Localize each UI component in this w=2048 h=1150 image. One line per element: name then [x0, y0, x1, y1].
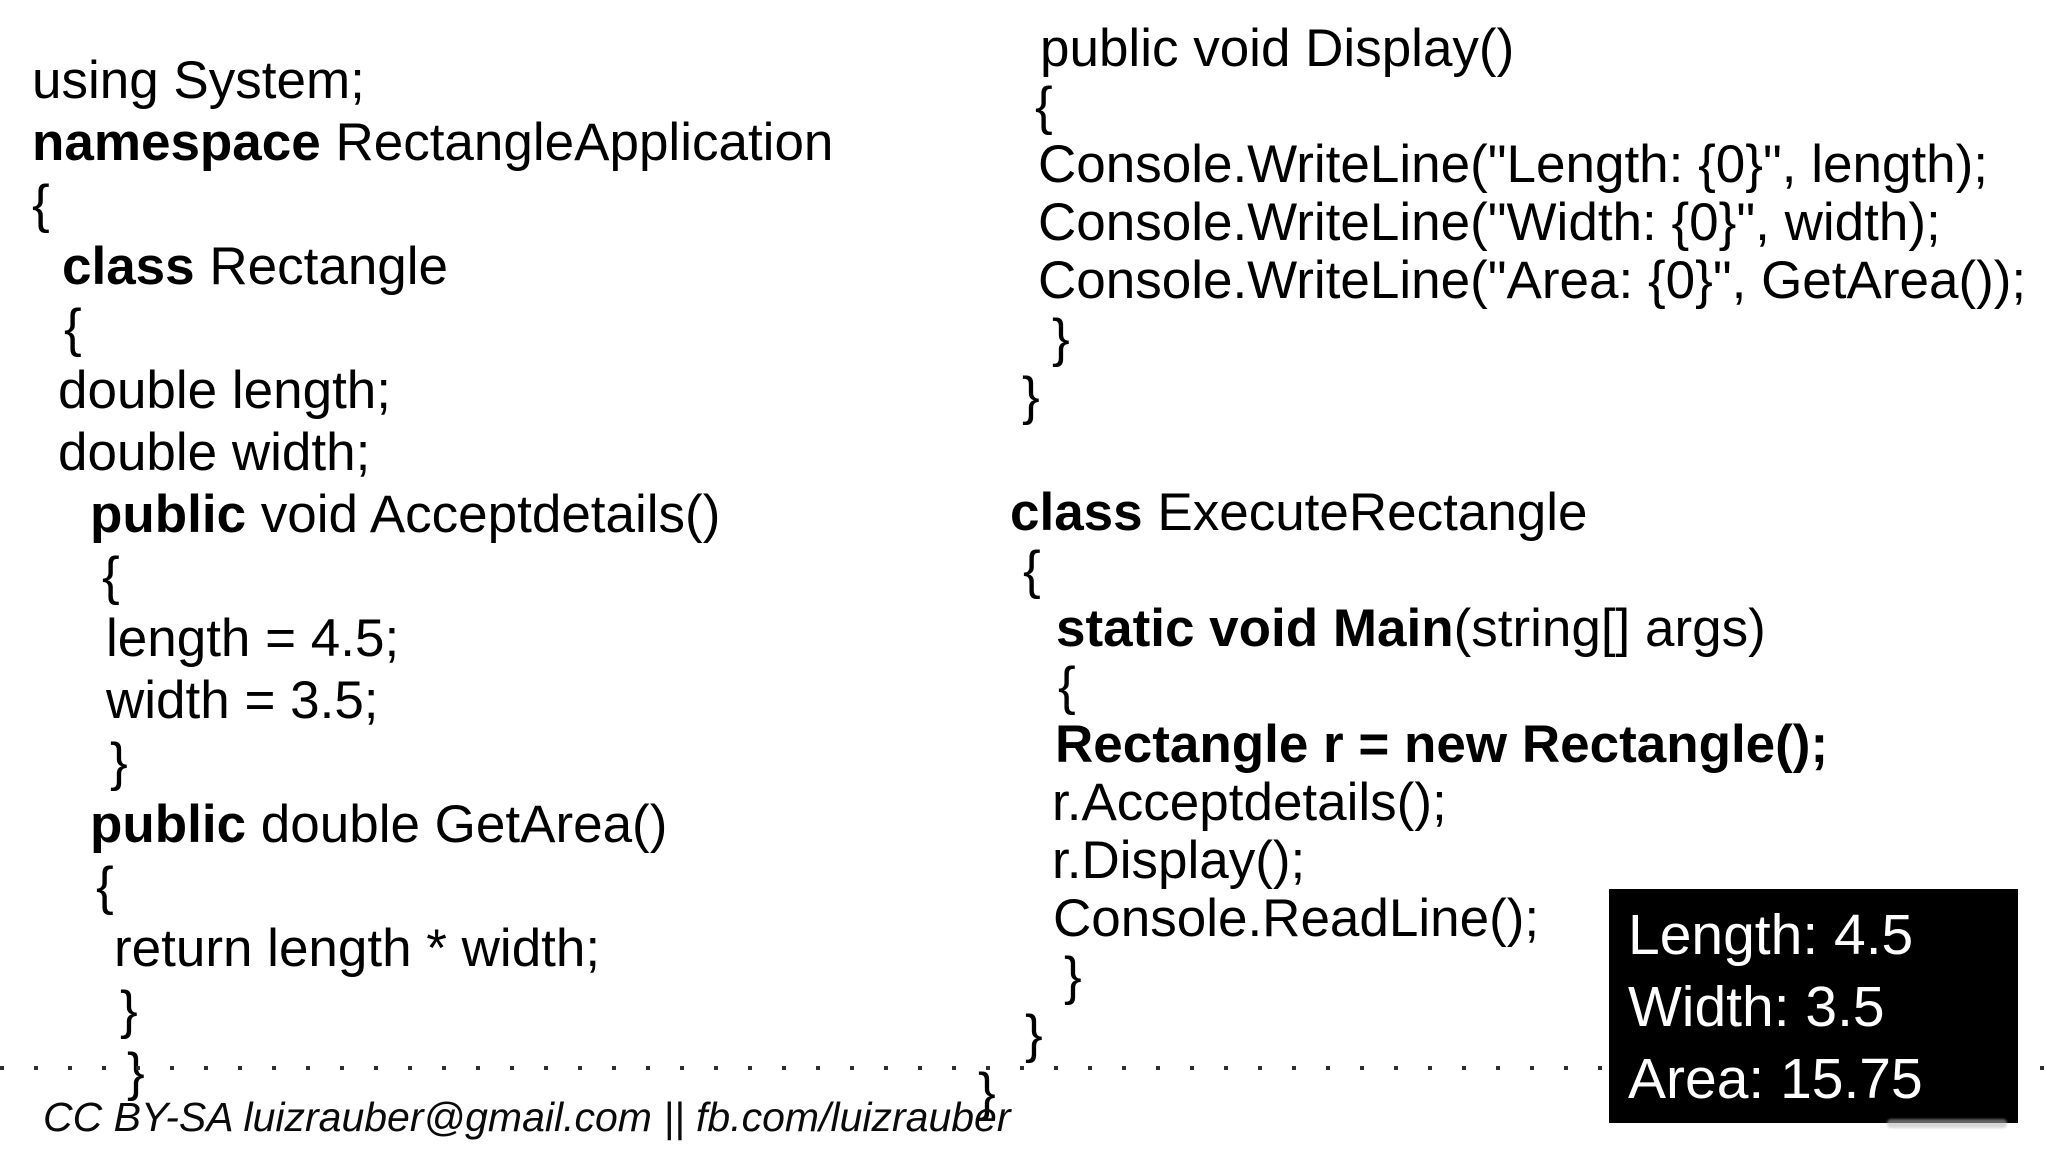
code-line: r.Display(); [1052, 832, 2026, 890]
code-column-left: using System;namespace RectangleApplicat… [32, 50, 833, 1104]
console-output-line: Area: 15.75 [1628, 1047, 1923, 1111]
code-text: { [1035, 77, 1053, 136]
code-line: double length; [58, 360, 833, 422]
code-text: void Acceptdetails() [246, 485, 721, 544]
code-line: } [1052, 310, 2026, 368]
code-line: Console.WriteLine("Length: {0}", length)… [1038, 136, 2026, 194]
code-line: } [1025, 1006, 2026, 1064]
code-keyword: static void Main [1056, 599, 1454, 658]
code-text: width = 3.5; [106, 671, 379, 730]
code-text: ExecuteRectangle [1142, 483, 1588, 542]
code-line: public double GetArea() [90, 794, 833, 856]
code-text: } [1022, 367, 1040, 426]
code-text: } [120, 981, 138, 1040]
console-output-line: Length: 4.5 [1628, 903, 1914, 967]
code-keyword: class [62, 237, 195, 296]
code-line: { [1035, 78, 2026, 136]
code-text: } [1064, 947, 1082, 1006]
code-text: } [110, 733, 128, 792]
code-text: double width; [58, 423, 371, 482]
code-line: class Rectangle [62, 236, 833, 298]
code-line [1010, 426, 2026, 484]
code-line: class ExecuteRectangle [1010, 484, 2026, 542]
code-line: return length * width; [114, 918, 833, 980]
code-line: r.Acceptdetails(); [1052, 774, 2026, 832]
code-line: } [978, 1064, 2026, 1122]
code-line: { [32, 174, 833, 236]
dotted-separator-line [0, 1066, 2048, 1070]
code-keyword: Rectangle r = new Rectangle(); [1055, 715, 1829, 774]
code-line: { [1023, 542, 2026, 600]
code-text: Console.ReadLine(); [1053, 889, 1540, 948]
code-line: } [110, 732, 833, 794]
code-line: namespace RectangleApplication [32, 112, 833, 174]
code-text: r.Acceptdetails(); [1052, 773, 1447, 832]
code-text: double length; [58, 361, 392, 420]
code-text: { [32, 175, 50, 234]
code-text: return length * width; [114, 919, 601, 978]
code-line: Console.WriteLine("Width: {0}", width); [1038, 194, 2026, 252]
code-line: { [1058, 658, 2026, 716]
code-column-right: public void Display(){Console.WriteLine(… [978, 20, 2026, 1122]
code-line: Console.ReadLine(); [1053, 890, 2026, 948]
code-line: using System; [32, 50, 833, 112]
code-text: length = 4.5; [106, 609, 400, 668]
code-line: static void Main(string[] args) [1056, 600, 2026, 658]
code-text: } [1025, 1005, 1043, 1064]
code-line: } [1064, 948, 2026, 1006]
code-text: public void Display() [1040, 19, 1515, 78]
code-line: Console.WriteLine("Area: {0}", GetArea()… [1038, 252, 2026, 310]
code-text: { [102, 547, 120, 606]
code-line: { [64, 298, 833, 360]
code-text: } [978, 1063, 996, 1122]
code-text: { [64, 299, 82, 358]
code-line: } [127, 1042, 833, 1104]
code-line: Rectangle r = new Rectangle(); [1055, 716, 2026, 774]
code-line: public void Display() [1040, 20, 2026, 78]
code-text: Rectangle [194, 237, 449, 296]
code-line: } [1022, 368, 2026, 426]
code-text: double GetArea() [246, 795, 668, 854]
code-line: { [102, 546, 833, 608]
code-text: } [127, 1043, 145, 1102]
console-output-line: Width: 3.5 [1628, 975, 1885, 1039]
code-text: r.Display(); [1052, 831, 1306, 890]
code-text: RectangleApplication [320, 113, 834, 172]
code-text: Console.WriteLine("Length: {0}", length)… [1038, 135, 1989, 194]
code-keyword: class [1010, 483, 1143, 542]
code-text: { [1023, 541, 1041, 600]
footer-credit: CC BY-SA luizrauber@gmail.com || fb.com/… [43, 1094, 1011, 1140]
code-line: length = 4.5; [106, 608, 833, 670]
watermark-smudge [1887, 1119, 2007, 1128]
code-keyword: namespace [32, 113, 321, 172]
code-line: } [120, 980, 833, 1042]
code-text: Console.WriteLine("Area: {0}", GetArea()… [1038, 251, 2027, 310]
code-text: (string[] args) [1453, 599, 1766, 658]
code-keyword: public [90, 485, 247, 544]
code-line: width = 3.5; [106, 670, 833, 732]
code-text: using System; [32, 51, 365, 110]
code-text: { [1058, 657, 1076, 716]
code-line: double width; [58, 422, 833, 484]
code-text: Console.WriteLine("Width: {0}", width); [1038, 193, 1941, 252]
code-text: } [1052, 309, 1070, 368]
code-keyword: public [90, 795, 247, 854]
code-text: { [96, 857, 114, 916]
code-line: { [96, 856, 833, 918]
code-line: public void Acceptdetails() [90, 484, 833, 546]
